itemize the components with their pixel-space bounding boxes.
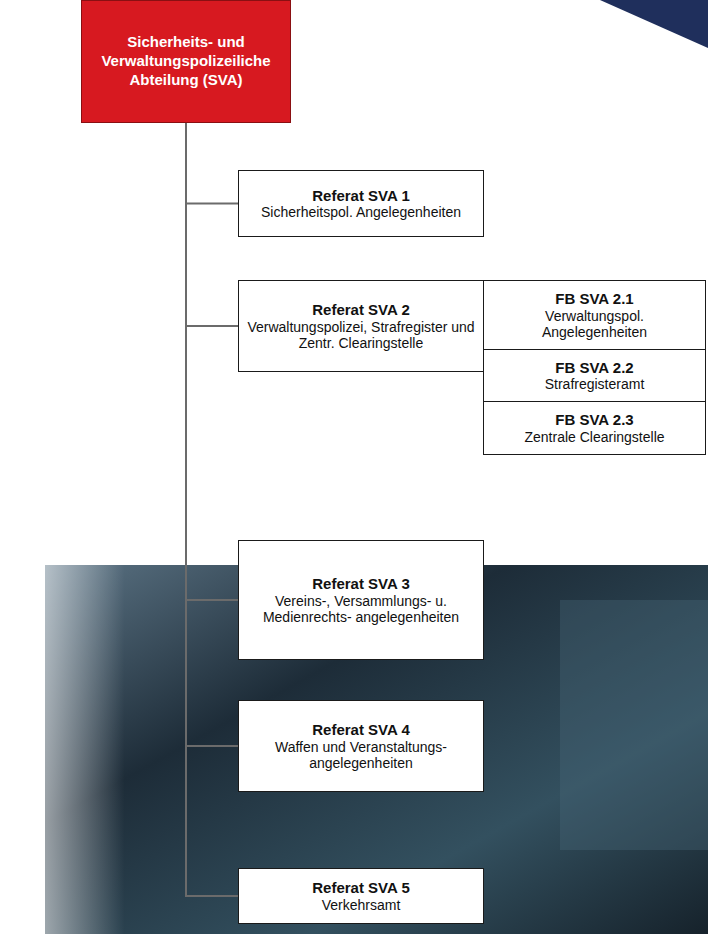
org-connector [186,123,238,600]
section-box: FB SVA 2.1Verwaltungspol. Angelegenheite… [483,280,706,350]
box-body: Sicherheitspol. Angelegenheiten [261,204,461,220]
unit-box: Referat SVA 1Sicherheitspol. Angelegenhe… [238,170,484,237]
photo-light [560,600,708,850]
box-title: FB SVA 2.3 [555,411,633,428]
box-title: Sicherheits- und Verwaltungspolizeiliche… [94,33,278,89]
unit-box: Referat SVA 3Vereins-, Versammlungs- u. … [238,540,484,660]
box-body: Waffen und Veranstaltungs- angelegenheit… [247,739,475,771]
corner-shape [600,0,708,48]
box-title: Referat SVA 2 [312,301,410,318]
box-body: Vereins-, Versammlungs- u. Medienrechts-… [247,593,475,625]
section-box: FB SVA 2.2Strafregisteramt [483,349,706,403]
box-body: Verwaltungspol. Angelegenheiten [492,308,697,340]
photo-fade [45,565,708,934]
box-title: Referat SVA 4 [312,721,410,738]
box-body: Verkehrsamt [322,897,401,913]
photo-band [45,565,708,934]
org-connector [186,123,238,204]
unit-box: Referat SVA 2Verwaltungspolizei, Strafre… [238,280,484,372]
box-title: Referat SVA 3 [312,575,410,592]
org-connector [186,123,238,326]
box-title: FB SVA 2.2 [555,359,633,376]
box-title: Referat SVA 5 [312,879,410,896]
section-box: FB SVA 2.3Zentrale Clearingstelle [483,401,706,455]
unit-box: Referat SVA 4Waffen und Veranstaltungs- … [238,700,484,792]
box-title: FB SVA 2.1 [555,290,633,307]
box-body: Zentrale Clearingstelle [524,429,664,445]
department-box: Sicherheits- und Verwaltungspolizeiliche… [81,0,291,123]
box-body: Strafregisteramt [545,376,645,392]
org-connector [186,123,238,746]
org-connector [186,123,238,896]
box-body: Verwaltungspolizei, Strafregister und Ze… [247,319,475,351]
unit-box: Referat SVA 5Verkehrsamt [238,868,484,924]
box-title: Referat SVA 1 [312,187,410,204]
